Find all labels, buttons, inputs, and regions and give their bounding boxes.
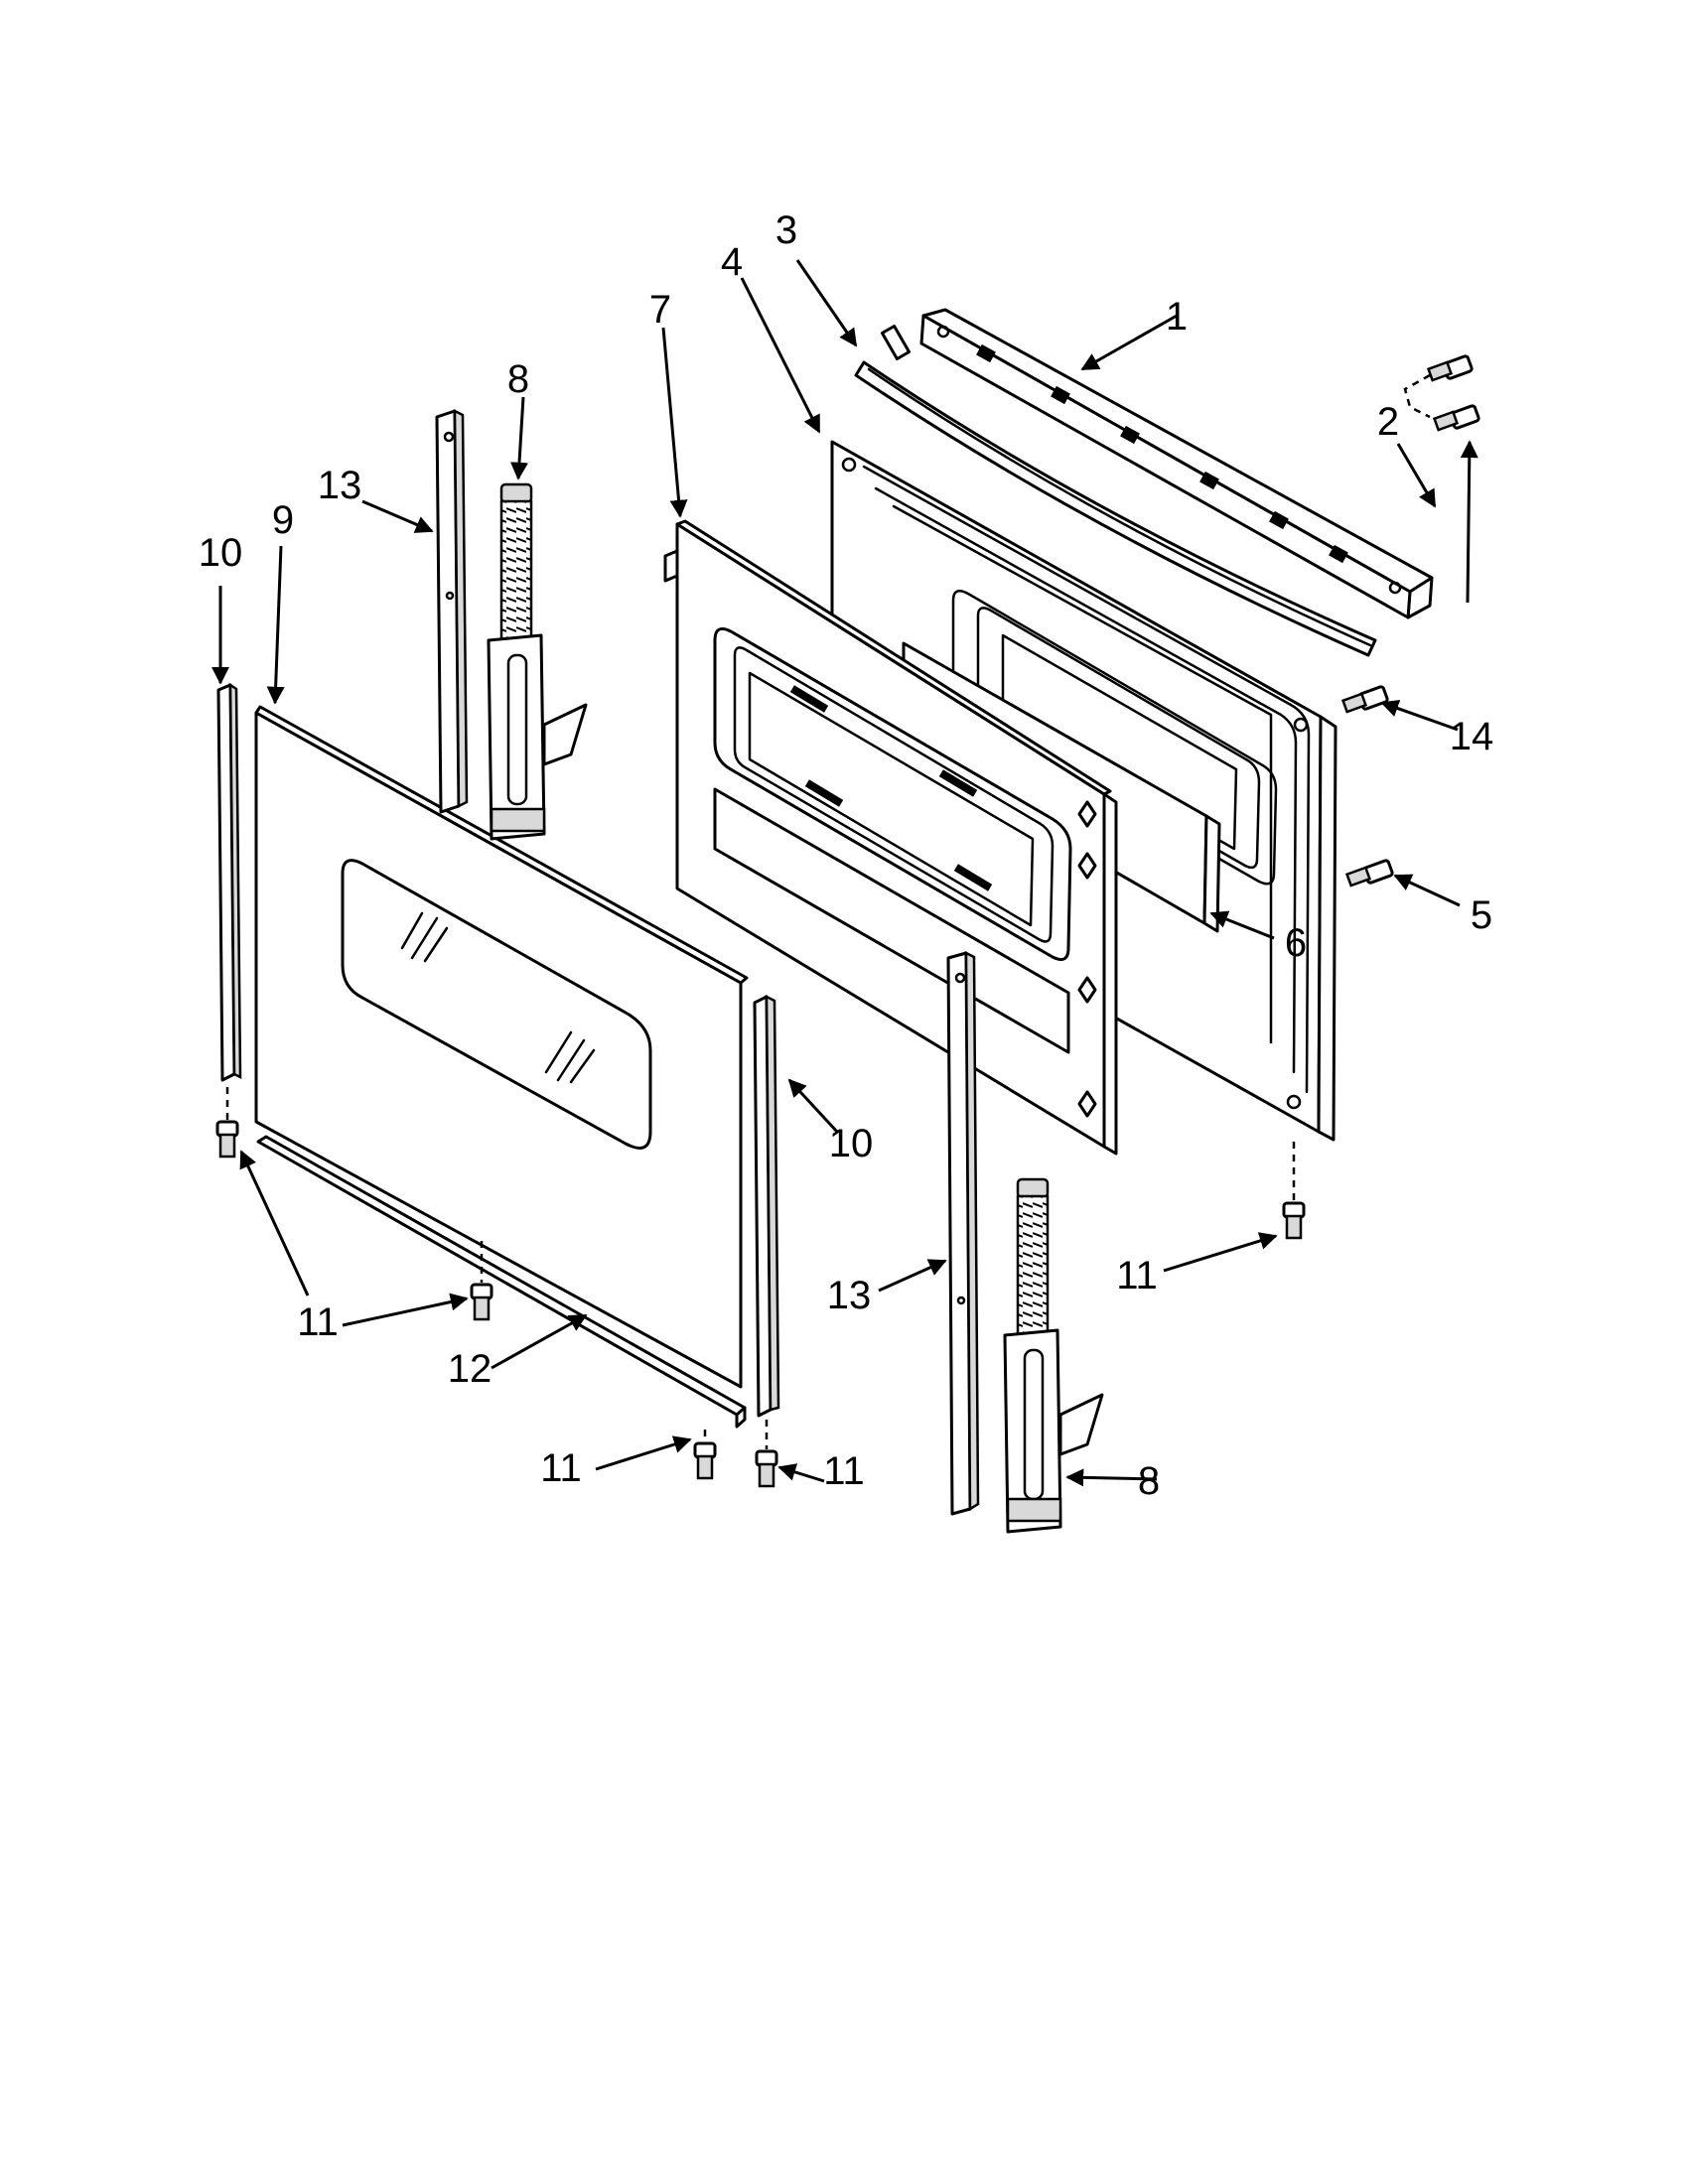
- callout-13-top: 13: [318, 464, 362, 507]
- callout-11-bottom-mid: 11: [823, 1449, 865, 1493]
- screw-part-11-trim: [755, 1449, 778, 1488]
- callout-8-bottom: 8: [1138, 1459, 1160, 1503]
- screw-part-11-bottom: [693, 1441, 717, 1480]
- callout-10-right: 10: [829, 1122, 874, 1165]
- callout-14: 14: [1450, 715, 1494, 758]
- callout-3: 3: [775, 208, 797, 252]
- door-liner-frame: [663, 519, 1118, 1156]
- callout-9: 9: [272, 498, 294, 542]
- callout-2: 2: [1377, 400, 1399, 444]
- screw-part-11-right: [1282, 1201, 1306, 1240]
- screw-part-14-top: [1432, 404, 1480, 432]
- callout-11-bottom-left: 11: [540, 1446, 582, 1490]
- hinge-right: [1003, 1177, 1104, 1534]
- screw-part-11-left: [215, 1120, 239, 1159]
- leader-lines: [211, 259, 1478, 1487]
- screw-part-2: [1426, 354, 1474, 382]
- outer-glass-door: [254, 705, 749, 1389]
- screw-part-14-side: [1340, 685, 1389, 714]
- screw-part-11-center: [470, 1283, 493, 1321]
- glass-reflection-marks: [400, 911, 596, 1084]
- callout-10-left: 10: [199, 531, 243, 575]
- callout-11-right: 11: [1116, 1254, 1158, 1297]
- callout-7: 7: [649, 288, 671, 332]
- side-trim-left: [216, 682, 242, 1082]
- callout-6: 6: [1285, 921, 1307, 965]
- callout-labels: 1 2 3 4 5 6 7 8 8 9 10 10 11 11 11 11 12…: [199, 208, 1494, 1503]
- callout-13-bottom: 13: [827, 1274, 872, 1317]
- callout-8-top: 8: [507, 357, 529, 401]
- door-handle: [854, 325, 1377, 657]
- frame-clips: [789, 685, 993, 891]
- callout-11-left: 11: [297, 1300, 339, 1344]
- screw-part-5: [1344, 859, 1394, 887]
- hinge-receiver-right: [946, 950, 980, 1516]
- callout-12: 12: [448, 1347, 492, 1391]
- hinge-receiver-left: [435, 408, 469, 814]
- frame-side-tabs: [663, 549, 1097, 1118]
- side-trim-right: [753, 994, 780, 1418]
- callout-5: 5: [1471, 893, 1492, 937]
- callout-1: 1: [1166, 295, 1188, 339]
- hinge-left: [487, 482, 588, 841]
- vent-slots: [976, 343, 1348, 564]
- vent-trim-strip: [919, 308, 1434, 619]
- callout-4: 4: [721, 240, 743, 284]
